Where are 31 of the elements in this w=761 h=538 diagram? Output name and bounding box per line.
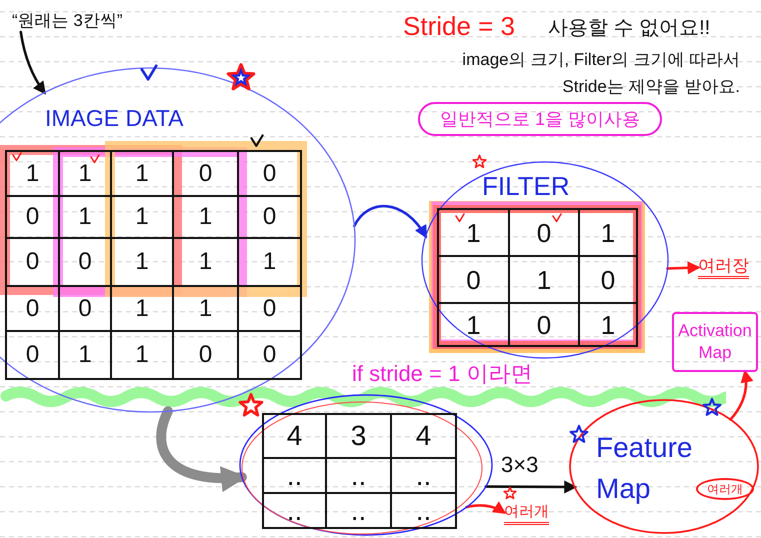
annotation-text: Stride = 3 — [403, 10, 516, 43]
annotation-text: 여러개 — [504, 502, 549, 525]
grid-cell: 1 — [437, 208, 510, 257]
note-oval: 여러개 — [696, 478, 754, 500]
arrow — [729, 369, 754, 421]
thick-arrow — [156, 406, 248, 492]
arrow — [484, 480, 578, 494]
grid-cell: 0 — [5, 330, 60, 380]
arrow — [465, 501, 506, 514]
grid-cell: .. — [262, 492, 327, 529]
grid-cell: 0 — [237, 330, 302, 380]
annotation-text: 여러장 — [698, 256, 749, 279]
grid-cell: 1 — [437, 302, 510, 347]
heading-text: FILTER — [482, 170, 570, 203]
grid-cell: 1 — [5, 150, 60, 197]
grid-cell: 1 — [578, 302, 638, 347]
grid-cell: 1 — [578, 208, 638, 257]
annotation-text: 사용할 수 없어요!! — [548, 16, 710, 41]
grid-cell: 4 — [262, 413, 327, 459]
arrow — [353, 204, 428, 238]
arrow — [666, 261, 701, 274]
grid-cell: 4 — [390, 413, 457, 459]
annotation-text: “원래는 3칸씩” — [12, 10, 122, 32]
grid-cell: 0 — [237, 150, 302, 197]
note-box: Activation Map — [672, 312, 758, 372]
annotation-text: image의 크기, Filter의 크기에 따라서 Stride는 제약을 받아요. — [461, 49, 740, 98]
annotation-text: if stride = 1 이라면 — [352, 360, 532, 388]
title-text: Feature Map — [596, 431, 692, 506]
arrow — [20, 30, 46, 95]
heading-text: IMAGE DATA — [45, 104, 184, 133]
grid-cell: .. — [390, 492, 457, 529]
